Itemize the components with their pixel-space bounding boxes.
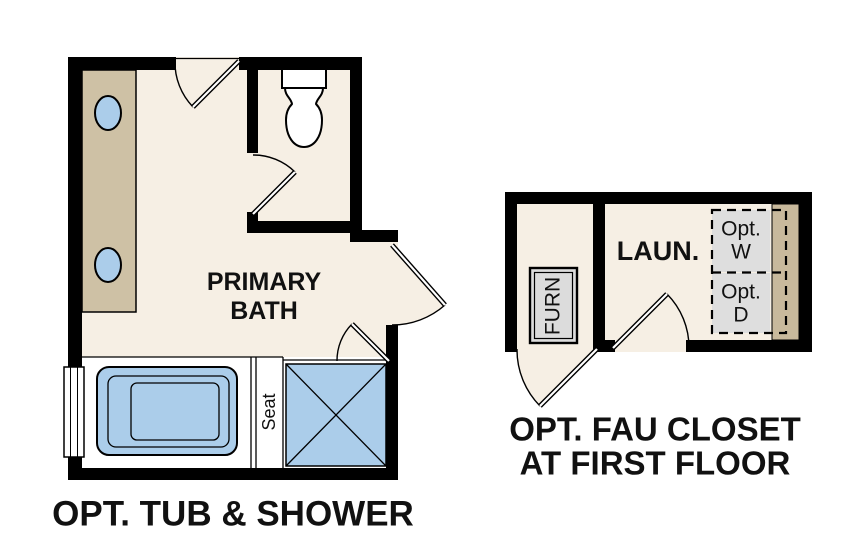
bath-walls bbox=[68, 57, 398, 480]
sink-bottom bbox=[94, 247, 122, 283]
opt-washer-label-line1: Opt. bbox=[721, 218, 761, 241]
caption-fau-closet-line2: AT FIRST FLOOR bbox=[520, 445, 791, 482]
laundry-walls bbox=[505, 192, 812, 352]
wall-segment bbox=[386, 325, 398, 337]
closet-door-swing-area bbox=[516, 349, 597, 406]
wall-segment bbox=[68, 57, 176, 70]
wall-segment bbox=[686, 340, 799, 352]
toilet-doorway-opening bbox=[247, 153, 258, 212]
caption-fau-closet-line1: OPT. FAU CLOSET bbox=[509, 411, 801, 448]
bath-entry-door-right bbox=[390, 243, 447, 326]
entry-door-top bbox=[174, 59, 241, 109]
seat-label: Seat bbox=[259, 393, 279, 430]
door-leaf-core bbox=[391, 244, 446, 306]
shower-door bbox=[336, 322, 391, 363]
wall-segment bbox=[799, 192, 812, 352]
shower bbox=[283, 359, 387, 467]
window-frame bbox=[63, 366, 85, 458]
wall-segment bbox=[505, 192, 517, 352]
opt-dryer-label-line2: D bbox=[733, 304, 748, 327]
wall-segment bbox=[386, 337, 398, 480]
wall-segment bbox=[247, 221, 362, 233]
primary-bath-plan: PRIMARY BATH Seat OPT. TUB & SHOWER bbox=[52, 57, 447, 534]
door-arc bbox=[336, 323, 353, 362]
door-leaf-core bbox=[351, 323, 390, 362]
toilet-bowl bbox=[284, 87, 324, 148]
toilet bbox=[281, 68, 327, 148]
door-leaf-core bbox=[192, 60, 240, 108]
wall-segment bbox=[593, 204, 605, 352]
opt-dryer-box bbox=[712, 273, 770, 333]
bathtub-mid-line bbox=[107, 375, 230, 448]
laundry-door bbox=[611, 292, 690, 350]
wall-segment bbox=[247, 212, 258, 223]
fau-closet-plan: LAUN. FURN Opt. W Opt. D OPT. FAU CLOSET… bbox=[505, 192, 812, 482]
shower-diagonal-2 bbox=[285, 363, 387, 467]
wall-segment bbox=[350, 230, 398, 242]
door-arc bbox=[666, 293, 690, 349]
door-arc bbox=[391, 304, 446, 326]
furnace-unit bbox=[528, 266, 579, 345]
wall-segment bbox=[247, 70, 258, 153]
caption-tub-shower: OPT. TUB & SHOWER bbox=[52, 495, 414, 534]
door-leaf-core bbox=[539, 348, 598, 407]
room-label-primary: PRIMARY bbox=[207, 268, 322, 296]
door-leaf-core bbox=[252, 171, 296, 215]
door-arc bbox=[174, 60, 194, 108]
opt-washer-box bbox=[712, 210, 770, 272]
bathtub bbox=[96, 366, 238, 456]
right-door-swing-area bbox=[392, 245, 445, 326]
laundry-door-opening bbox=[615, 340, 686, 352]
window bbox=[63, 366, 85, 458]
opt-washer-label-line2: W bbox=[731, 241, 751, 264]
door-arc bbox=[516, 348, 541, 407]
entry-opening-top bbox=[176, 57, 239, 70]
room-label-bath: BATH bbox=[230, 297, 298, 325]
toilet-tank bbox=[281, 68, 327, 89]
door-leaf-core bbox=[612, 293, 668, 349]
sink-top bbox=[94, 95, 122, 131]
toilet-room-door bbox=[251, 154, 297, 216]
wall-segment bbox=[68, 468, 398, 480]
wall-segment bbox=[505, 192, 812, 204]
opt-dryer-label-line1: Opt. bbox=[721, 281, 761, 304]
furnace-inner-line bbox=[533, 271, 574, 340]
closet-door bbox=[516, 347, 599, 408]
door-arc bbox=[252, 154, 296, 173]
bathtub-inner bbox=[130, 382, 220, 441]
wall-segment bbox=[605, 340, 615, 352]
room-label-laundry: LAUN. bbox=[617, 236, 700, 266]
wall-segment bbox=[239, 57, 362, 70]
furnace-outer bbox=[528, 266, 579, 345]
wall-segment bbox=[350, 57, 362, 232]
furnace-label: FURN bbox=[542, 277, 565, 335]
